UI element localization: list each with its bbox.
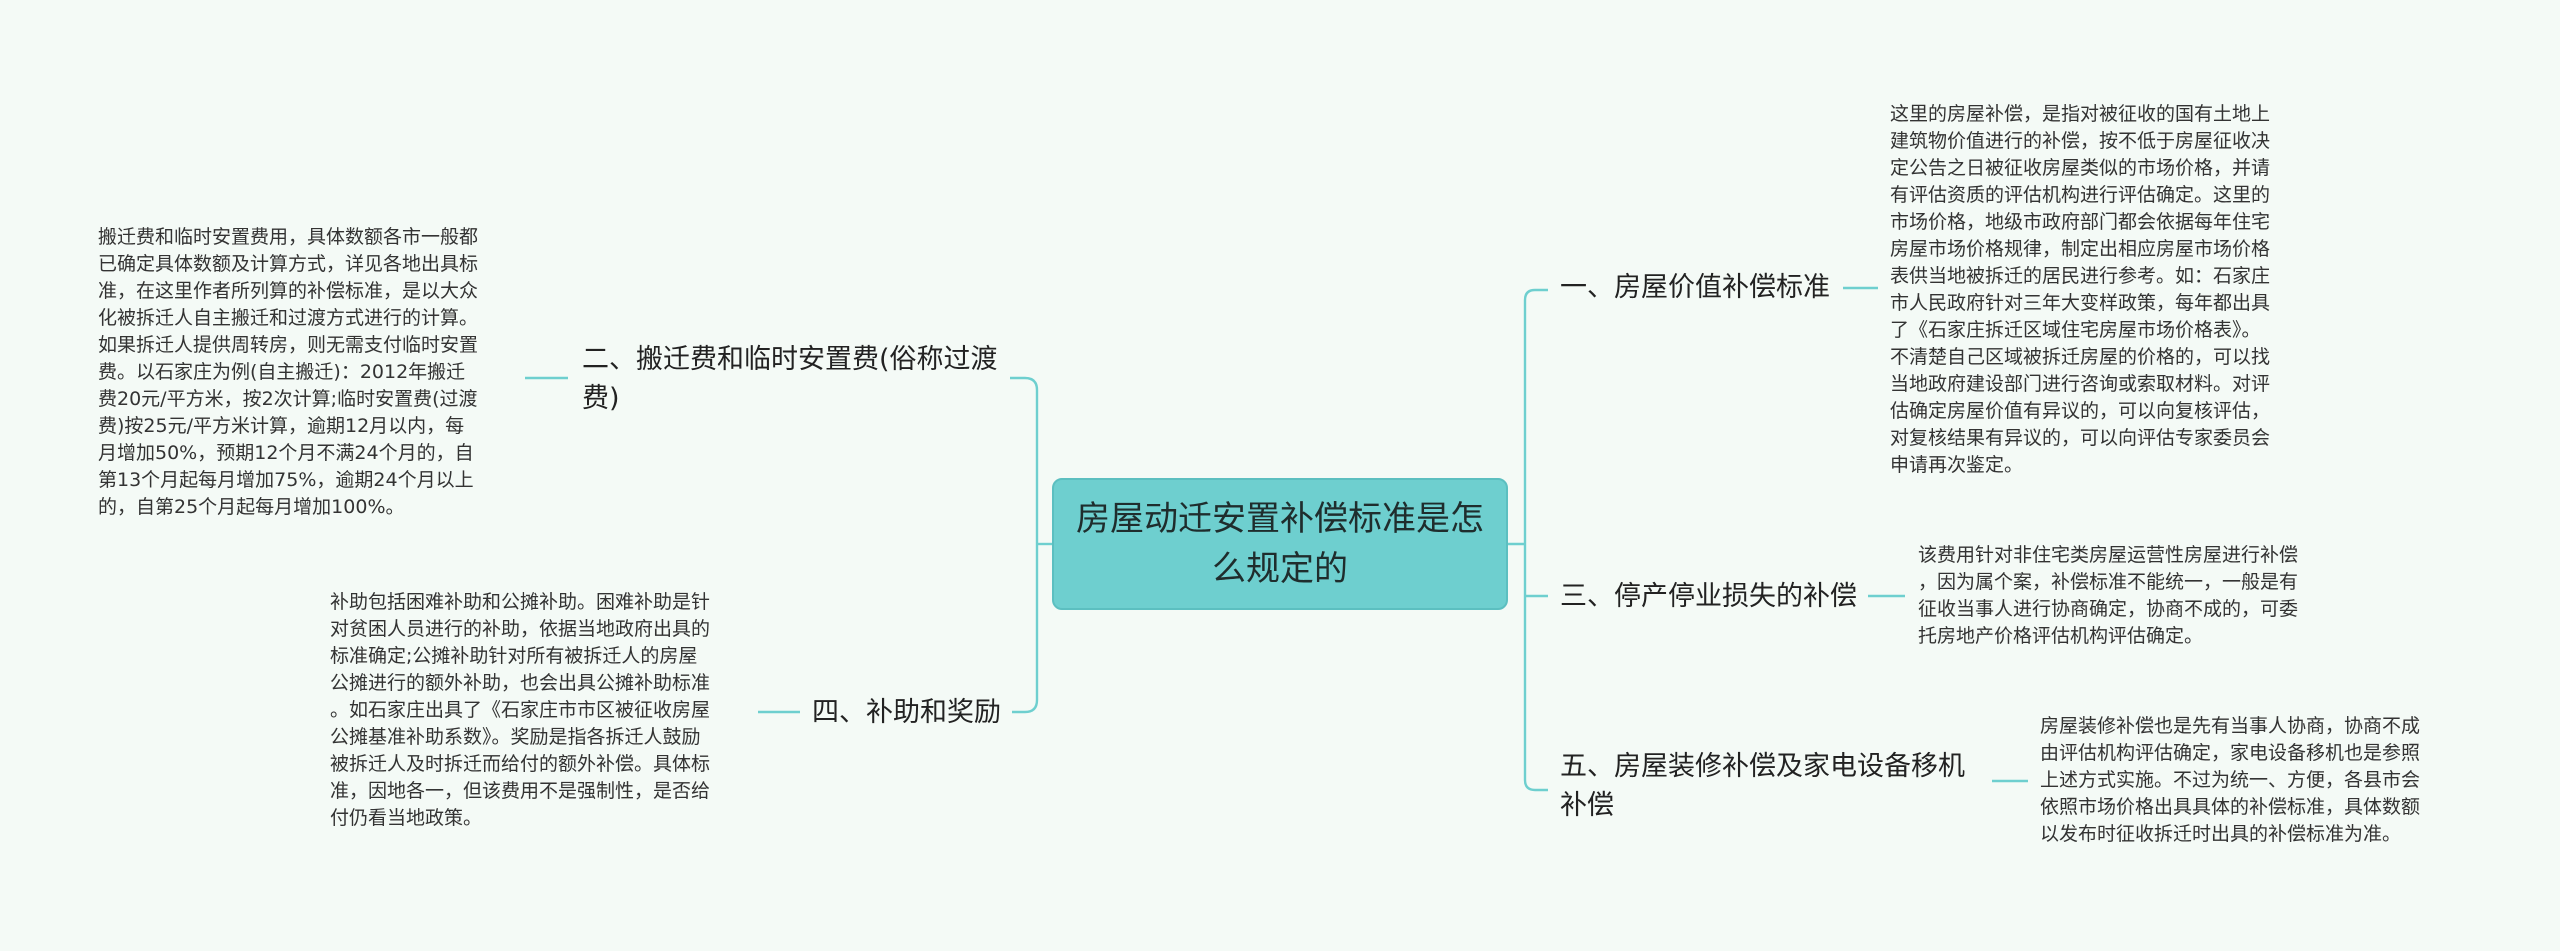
branch-business-loss[interactable]: 三、停产停业损失的补偿 bbox=[1560, 577, 1857, 616]
root-topic-label: 房屋动迁安置补偿标准是怎么规定的 bbox=[1076, 499, 1484, 589]
leaf-decoration-detail: 房屋装修补偿也是先有当事人协商，协商不成 由评估机构评估确定，家电设备移机也是参… bbox=[2040, 715, 2421, 845]
branch-house-value[interactable]: 一、房屋价值补偿标准 bbox=[1560, 268, 1830, 307]
branch-house-value-label: 一、房屋价值补偿标准 bbox=[1560, 272, 1830, 303]
branch-business-loss-label: 三、停产停业损失的补偿 bbox=[1560, 581, 1857, 612]
branch-subsidy-reward[interactable]: 四、补助和奖励 bbox=[812, 693, 1001, 732]
connector-trunk-right bbox=[1523, 288, 1548, 792]
connector-trunk-left bbox=[1010, 376, 1039, 714]
leaf-business-loss-detail: 该费用针对非住宅类房屋运营性房屋进行补偿 ，因为属个案，补偿标准不能统一，一般是… bbox=[1918, 544, 2299, 647]
root-topic[interactable]: 房屋动迁安置补偿标准是怎么规定的 bbox=[1052, 478, 1508, 610]
branch-relocation-fee-label: 二、搬迁费和临时安置费(俗称过渡费) bbox=[582, 344, 998, 414]
branch-decoration-label: 五、房屋装修补偿及家电设备移机补偿 bbox=[1560, 751, 1965, 821]
branch-decoration[interactable]: 五、房屋装修补偿及家电设备移机补偿 bbox=[1560, 747, 1980, 825]
leaf-relocation-fee-detail: 搬迁费和临时安置费用，具体数额各市一般都 已确定具体数额及计算方式，详见各地出具… bbox=[98, 226, 479, 518]
branch-relocation-fee[interactable]: 二、搬迁费和临时安置费(俗称过渡费) bbox=[582, 340, 1002, 418]
leaf-house-value-detail: 这里的房屋补偿，是指对被征收的国有土地上 建筑物价值进行的补偿，按不低于房屋征收… bbox=[1890, 103, 2271, 476]
branch-subsidy-reward-label: 四、补助和奖励 bbox=[812, 697, 1001, 728]
leaf-subsidy-reward-detail: 补助包括困难补助和公摊补助。困难补助是针 对贫困人员进行的补助，依据当地政府出具… bbox=[330, 591, 711, 829]
